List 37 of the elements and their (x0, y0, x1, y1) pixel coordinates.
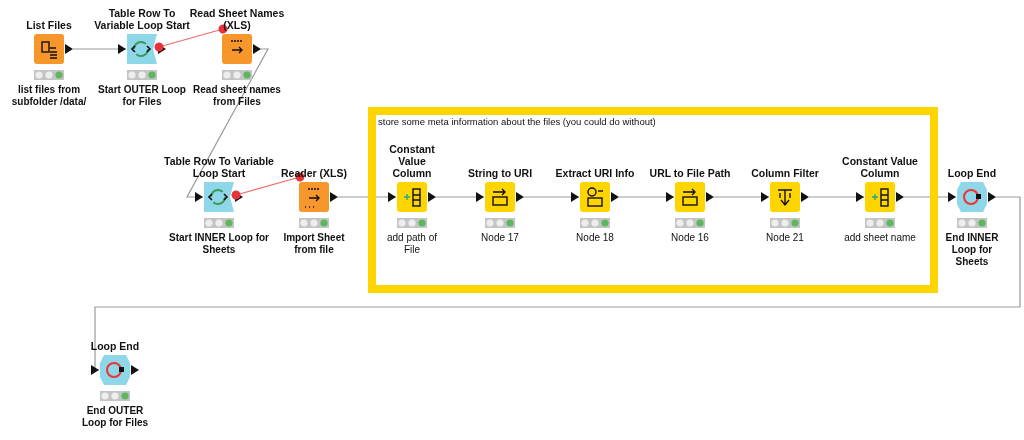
node-title: URL to File Path (648, 167, 732, 179)
node-title: Loop End (946, 167, 998, 179)
node-description: add sheet name (844, 232, 916, 244)
node-title: Table Row To Variable Loop Start (93, 7, 190, 31)
variable-connection (154, 24, 228, 52)
data-connection (618, 192, 675, 202)
node-description: Import Sheet from file (282, 232, 346, 256)
node-title: Constant Value Column (841, 155, 919, 179)
data-connection (72, 44, 127, 54)
node-title: Constant Value Column (388, 143, 436, 179)
data-connection (337, 192, 397, 202)
node-description: Start OUTER Loop for Files (97, 84, 187, 108)
node-title: Column Filter (750, 167, 820, 179)
variable-connection (231, 172, 305, 200)
node-description: End INNER Loop for Sheets (944, 232, 1000, 268)
data-connection (435, 192, 485, 202)
data-connection (91, 196, 1021, 375)
data-connection (808, 192, 865, 202)
annotation-box (368, 107, 938, 293)
node-description: Node 21 (766, 232, 804, 244)
data-connection (523, 192, 580, 202)
node-title: Reader (XLS) (280, 167, 348, 179)
annotation-text: store some meta information about the files (you could do without) (378, 116, 656, 127)
data-connection (186, 48, 269, 202)
node-description: Node 18 (576, 232, 614, 244)
node-title: Table Row To Variable Loop Start (163, 155, 275, 179)
node-description: Node 16 (671, 232, 709, 244)
node-description: list files from subfolder /data/ (10, 84, 88, 108)
node-description: add path of File (385, 232, 438, 256)
node-description: Read sheet names from Files (192, 84, 282, 108)
node-description: End OUTER Loop for Files (80, 405, 150, 429)
node-title: Extract URI Info (554, 167, 636, 179)
data-connection (713, 192, 770, 202)
node-description: Node 17 (481, 232, 519, 244)
node-title: Loop End (89, 340, 141, 352)
node-title: String to URI (466, 167, 534, 179)
node-description: Start INNER Loop for Sheets (168, 232, 270, 256)
